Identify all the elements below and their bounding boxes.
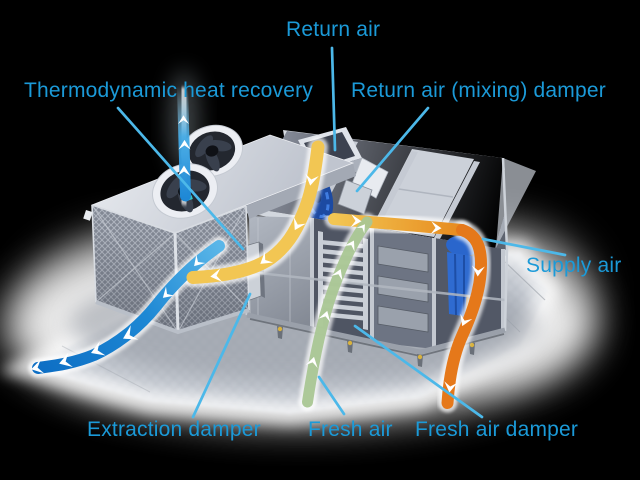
mixed-air-stream xyxy=(328,213,468,236)
label-supply-air: Supply air xyxy=(526,254,622,277)
callout-return-air xyxy=(330,46,337,152)
callout-extraction-damper xyxy=(191,292,252,419)
label-extraction-damper: Extraction damper xyxy=(87,418,261,441)
return-air-stream xyxy=(186,140,325,284)
label-fresh-air-damper: Fresh air damper xyxy=(415,418,579,441)
label-thermodynamic-heat-recovery: Thermodynamic heat recovery xyxy=(24,79,314,102)
callout-fresh-air xyxy=(317,375,346,416)
callout-thermodynamic-heat-recovery xyxy=(116,106,245,251)
label-return-air: Return air xyxy=(286,18,381,41)
air-flow-streams xyxy=(28,82,491,413)
callout-supply-air xyxy=(481,237,567,257)
front-frame xyxy=(243,206,506,349)
supply-air-stream xyxy=(441,224,488,409)
callout-return-air-mixing-damper xyxy=(355,106,430,193)
label-fresh-air: Fresh air xyxy=(308,418,393,441)
base-rail xyxy=(246,312,506,355)
axial-fan-icon xyxy=(181,124,243,178)
unit-feet xyxy=(277,326,475,367)
label-return-air-mixing-damper: Return air (mixing) damper xyxy=(351,79,606,102)
callout-fresh-air-damper xyxy=(353,324,484,419)
callout-lines xyxy=(116,46,567,419)
fresh-air-stream xyxy=(302,216,373,408)
